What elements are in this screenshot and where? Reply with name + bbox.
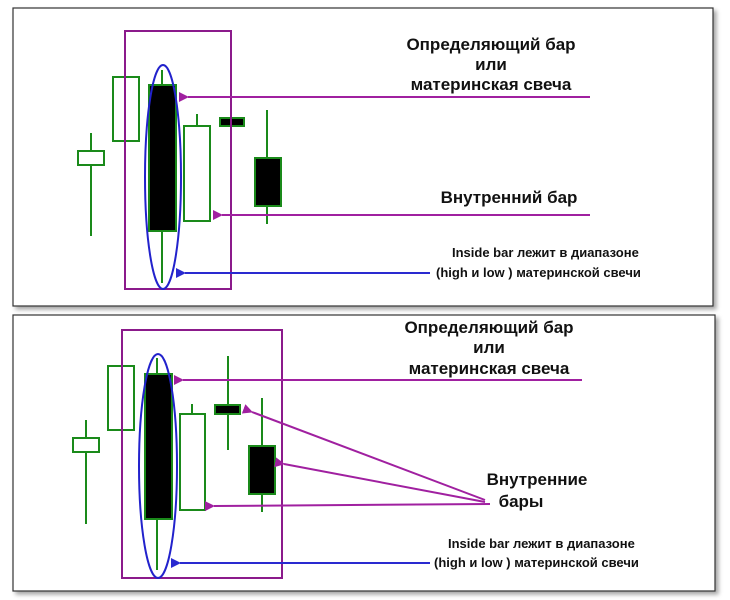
candle-1 xyxy=(77,133,105,236)
top-panel-frame xyxy=(12,7,714,307)
top-note-2: (high и low ) материнской свечи xyxy=(436,265,641,280)
candle-1 xyxy=(72,420,100,524)
mother-range-box xyxy=(124,30,232,290)
arrow-inside-3 xyxy=(274,457,486,503)
bottom-note-1: Inside bar лежит в диапазоне xyxy=(448,536,635,551)
inside-candle-2 xyxy=(214,356,241,450)
bottom-note-2: (high и low ) материнской свечи xyxy=(434,555,639,570)
top-mother-label-2: или xyxy=(475,55,507,74)
mother-ellipse xyxy=(138,353,178,579)
top-note-1: Inside bar лежит в диапазоне xyxy=(452,245,639,260)
bottom-inside-label-1: Внутренние xyxy=(487,470,588,489)
bottom-mother-label-2: или xyxy=(473,338,505,357)
inside-candle xyxy=(183,114,211,222)
top-mother-label-1: Определяющий бар xyxy=(406,35,575,54)
mother-ellipse xyxy=(144,64,182,290)
top-mother-label-3: материнская свеча xyxy=(411,75,572,94)
bottom-inside-label-2: бары xyxy=(499,492,544,511)
top-inside-label: Внутренний бар xyxy=(441,188,578,207)
inside-candle-1 xyxy=(179,404,206,511)
mother-candle xyxy=(148,70,177,283)
inside-candle-3 xyxy=(248,398,276,512)
arrow-inside-2 xyxy=(241,404,486,501)
mother-candle xyxy=(144,358,173,570)
bottom-mother-label-1: Определяющий бар xyxy=(404,318,573,337)
arrow-inside-1 xyxy=(204,501,491,512)
top-panel: Определяющий бар или материнская свеча В… xyxy=(12,7,714,307)
mother-range-box xyxy=(121,329,283,579)
candle-6 xyxy=(254,110,282,224)
bottom-mother-label-3: материнская свеча xyxy=(409,359,570,378)
bottom-panel: Определяющий бар или материнская свеча В… xyxy=(12,314,716,592)
bottom-panel-frame xyxy=(12,314,716,592)
